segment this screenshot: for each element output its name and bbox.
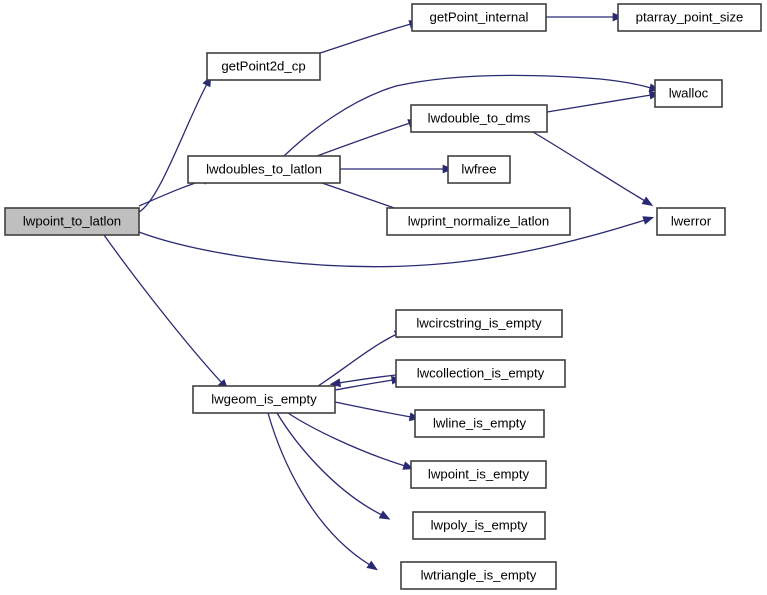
graph-node[interactable]: lwpoly_is_empty — [412, 511, 546, 540]
node-label: lwfree — [461, 161, 496, 176]
node-label: lwcircstring_is_empty — [416, 315, 542, 330]
node-rect[interactable] — [410, 460, 547, 489]
call-edge — [276, 412, 391, 520]
node-rect[interactable] — [206, 52, 321, 81]
call-edge — [138, 216, 655, 268]
edge-line — [338, 374, 397, 384]
node-rect[interactable] — [411, 3, 547, 32]
node-label: ptarray_point_size — [636, 9, 744, 24]
graph-node[interactable]: lwgeom_is_empty — [192, 385, 336, 414]
call-edge — [546, 90, 661, 113]
call-edge — [546, 12, 624, 22]
call-edge — [319, 20, 421, 54]
node-layer: lwpoint_to_latlon getPoint2d_cp getPoint_i… — [4, 3, 762, 590]
node-rect[interactable] — [447, 155, 511, 184]
node-label: lwpoly_is_empty — [431, 517, 528, 532]
node-label: lwalloc — [669, 85, 709, 100]
call-edge — [340, 164, 454, 174]
call-edge — [329, 374, 397, 388]
node-label: lwcollection_is_empty — [417, 365, 545, 380]
node-rect[interactable] — [412, 511, 546, 540]
edge-line — [317, 333, 398, 387]
node-rect[interactable] — [386, 207, 571, 236]
node-label: lwerror — [671, 213, 712, 228]
node-label: lwtriangle_is_empty — [421, 567, 537, 582]
call-edge — [334, 401, 421, 422]
node-label: lwpoint_to_latlon — [23, 213, 121, 228]
graph-node[interactable]: lwcircstring_is_empty — [395, 309, 563, 338]
graph-node[interactable]: lwerror — [656, 207, 726, 236]
node-rect[interactable] — [4, 207, 140, 236]
call-edge — [103, 234, 229, 391]
call-edge — [316, 119, 420, 157]
graph-node[interactable]: getPoint_internal — [411, 3, 547, 32]
call-edge — [267, 412, 378, 571]
node-rect[interactable] — [414, 409, 545, 438]
graph-node[interactable]: lwdoubles_to_latlon — [187, 155, 341, 184]
edge-line — [334, 401, 412, 418]
edge-layer — [103, 12, 661, 571]
node-label: getPoint_internal — [430, 9, 529, 24]
graph-node-root[interactable]: lwpoint_to_latlon — [4, 207, 140, 236]
node-label: lwgeom_is_empty — [211, 391, 317, 406]
edge-line — [138, 83, 208, 213]
node-rect[interactable] — [617, 3, 762, 32]
graph-node[interactable]: lwpoint_is_empty — [410, 460, 547, 489]
node-rect[interactable] — [654, 79, 723, 108]
node-label: lwdouble_to_dms — [428, 110, 531, 125]
call-edge — [287, 412, 415, 470]
node-label: lwprint_normalize_latlon — [408, 213, 549, 228]
node-label: lwpoint_is_empty — [428, 466, 530, 481]
edge-line — [103, 234, 223, 384]
node-label: lwline_is_empty — [433, 415, 526, 430]
graph-node[interactable]: lwprint_normalize_latlon — [386, 207, 571, 236]
graph-node[interactable]: lwline_is_empty — [414, 409, 545, 438]
node-rect[interactable] — [656, 207, 726, 236]
node-rect[interactable] — [410, 104, 548, 133]
edge-line — [287, 412, 406, 467]
node-rect[interactable] — [192, 385, 336, 414]
node-label: lwdoubles_to_latlon — [206, 161, 322, 176]
graph-node[interactable]: lwcollection_is_empty — [395, 359, 566, 388]
edge-line — [546, 94, 652, 113]
edge-line — [138, 179, 206, 207]
node-label: getPoint2d_cp — [221, 58, 305, 73]
graph-node[interactable]: lwdouble_to_dms — [410, 104, 548, 133]
edge-line — [267, 412, 371, 566]
graph-node[interactable]: getPoint2d_cp — [206, 52, 321, 81]
call-edge — [532, 131, 654, 206]
graph-node[interactable]: lwfree — [447, 155, 511, 184]
graph-node[interactable]: lwalloc — [654, 79, 723, 108]
edge-line — [276, 412, 383, 516]
graph-node[interactable]: lwtriangle_is_empty — [400, 561, 557, 590]
node-rect[interactable] — [400, 561, 557, 590]
edge-line — [138, 219, 646, 268]
edge-line — [316, 122, 411, 157]
call-edge — [138, 75, 212, 213]
node-rect[interactable] — [395, 359, 566, 388]
edge-line — [334, 379, 394, 391]
edge-line — [319, 23, 412, 54]
edge-line — [283, 74, 652, 157]
node-rect[interactable] — [395, 309, 563, 338]
edge-line — [532, 131, 646, 202]
node-rect[interactable] — [187, 155, 341, 184]
graph-node[interactable]: ptarray_point_size — [617, 3, 762, 32]
